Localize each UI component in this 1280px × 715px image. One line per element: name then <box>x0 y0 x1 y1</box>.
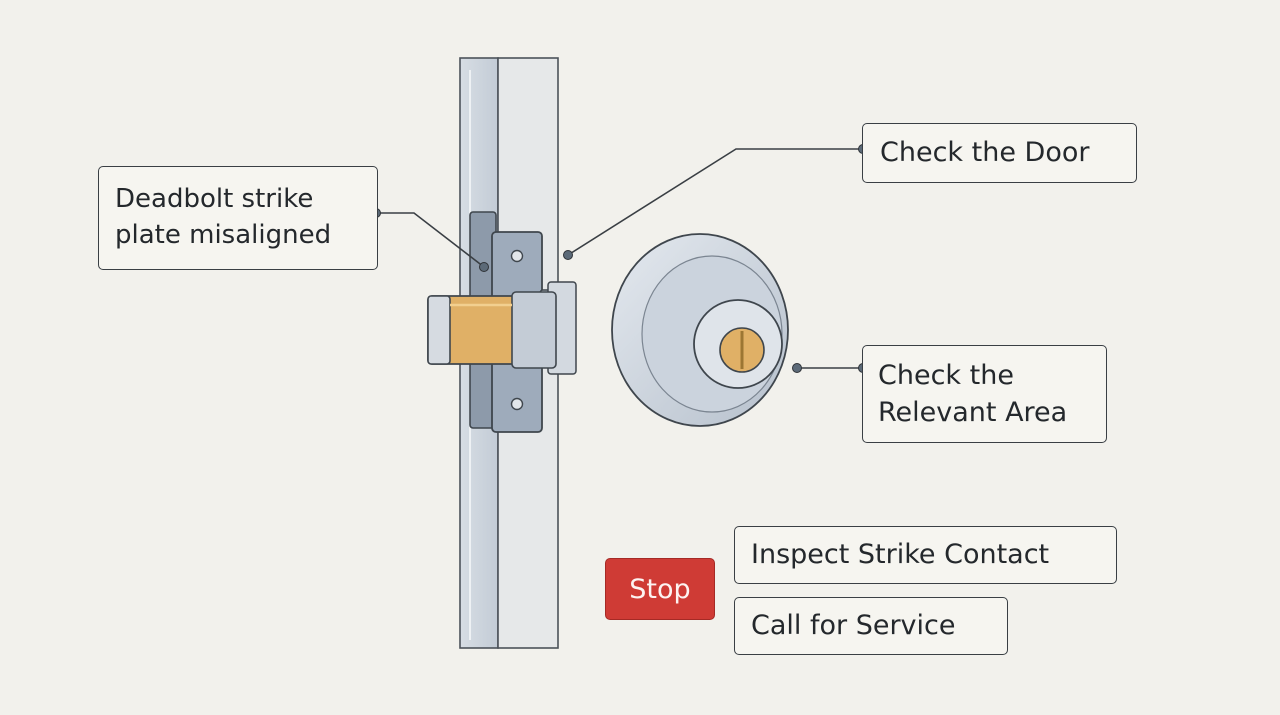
check-door-text: Check the Door <box>880 137 1090 169</box>
inspect-strike-contact-button[interactable]: Inspect Strike Contact <box>734 526 1117 584</box>
check-area-line1: Check the <box>878 359 1014 391</box>
lock-knob-icon <box>611 233 789 427</box>
deadbolt-label-line2: plate misaligned <box>115 220 332 250</box>
deadbolt-icon <box>427 291 557 369</box>
deadbolt-label-line1: Deadbolt strike <box>115 184 314 215</box>
stop-button[interactable]: Stop <box>605 558 715 620</box>
check-door-label: Check the Door <box>862 123 1137 183</box>
leader-lines <box>376 148 863 369</box>
call-button-label: Call for Service <box>751 610 956 642</box>
deadbolt-misaligned-label: Deadbolt strike plate misaligned <box>98 166 378 270</box>
check-area-line2: Relevant Area <box>878 397 1068 428</box>
inspect-button-label: Inspect Strike Contact <box>751 539 1050 571</box>
call-for-service-button[interactable]: Call for Service <box>734 597 1008 655</box>
check-area-label: Check the Relevant Area <box>862 345 1107 443</box>
